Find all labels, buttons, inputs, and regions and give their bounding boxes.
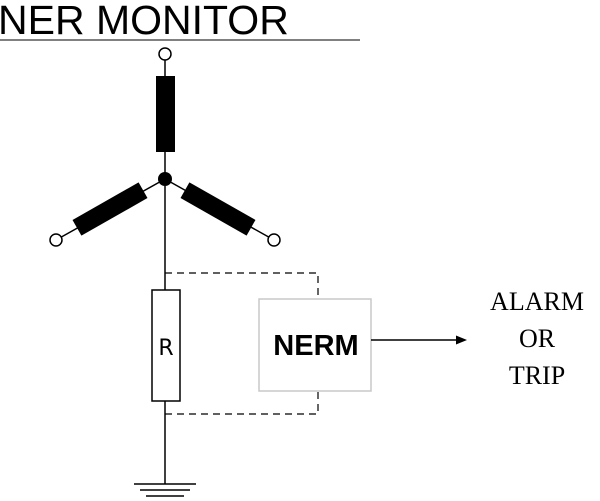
terminal-right bbox=[267, 233, 281, 247]
terminal-left bbox=[49, 233, 63, 247]
transformer-winding-left bbox=[49, 178, 166, 247]
sense-wire-bottom bbox=[165, 391, 319, 415]
nerm-box bbox=[258, 298, 372, 392]
resistor-body bbox=[151, 289, 181, 402]
arrow-right-icon bbox=[456, 335, 467, 345]
ground-icon bbox=[134, 483, 196, 497]
diagram-title: NER MONITOR bbox=[0, 0, 289, 43]
terminal-top bbox=[158, 47, 172, 61]
nerm-monitor: NERM bbox=[258, 298, 372, 392]
neutral-point bbox=[158, 172, 172, 186]
transformer-winding-right bbox=[164, 178, 281, 247]
transformer-winding-top bbox=[156, 47, 175, 179]
winding-top bbox=[156, 76, 175, 152]
sense-wire-top bbox=[165, 272, 319, 299]
nerm-label: NERM bbox=[273, 330, 358, 362]
resistor-label: R bbox=[158, 336, 173, 361]
output-line-alarm: ALARM bbox=[490, 287, 584, 316]
winding-right bbox=[180, 182, 256, 236]
neutral-earthing-resistor: R bbox=[151, 289, 181, 402]
output-line-trip: TRIP bbox=[509, 361, 565, 390]
output-line-or: OR bbox=[519, 324, 556, 353]
winding-left bbox=[72, 182, 148, 236]
